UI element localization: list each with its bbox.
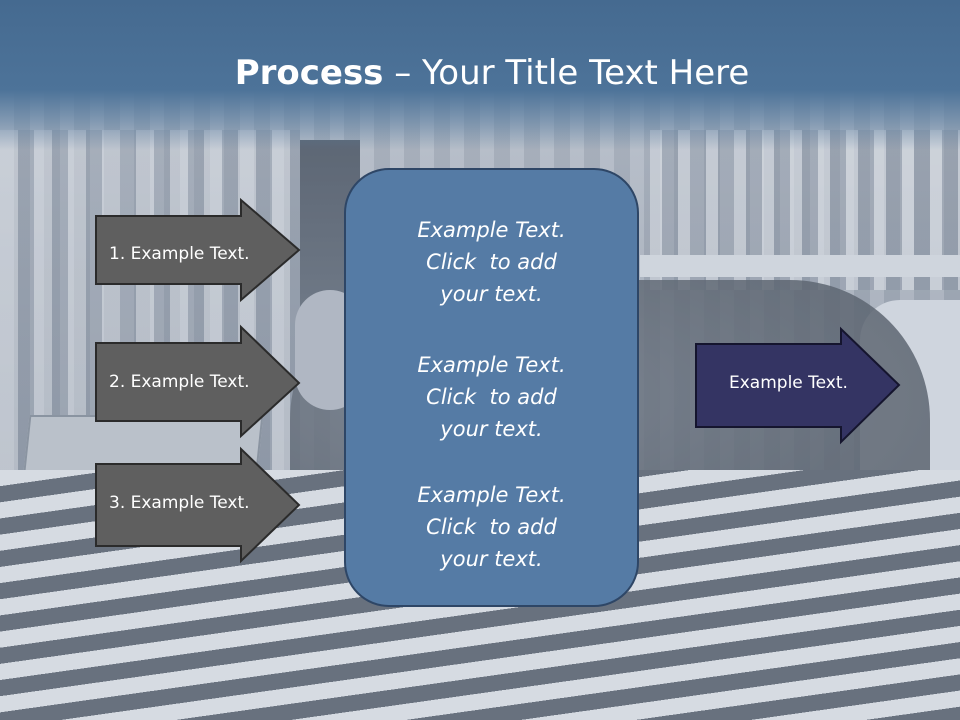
process-arrow-3-label: 3. Example Text.	[109, 493, 250, 513]
process-arrow-2[interactable]: 2. Example Text.	[95, 324, 301, 439]
result-arrow[interactable]: Example Text.	[695, 326, 901, 445]
process-arrow-1-label: 1. Example Text.	[109, 244, 250, 264]
slide-title[interactable]: Process – Your Title Text Here	[0, 48, 960, 98]
process-arrow-3[interactable]: 3. Example Text.	[95, 446, 301, 564]
center-paragraph-2: Example Text. Click to add your text.	[417, 353, 566, 441]
title-rest: – Your Title Text Here	[383, 53, 750, 93]
arrow-shape-2	[95, 324, 301, 439]
arrow-shape-3	[95, 446, 301, 564]
center-paragraph-3: Example Text. Click to add your text.	[417, 483, 566, 571]
center-text-box[interactable]: Example Text. Click to add your text. Ex…	[344, 168, 639, 607]
result-arrow-label: Example Text.	[729, 373, 848, 393]
result-arrow-shape	[695, 326, 901, 445]
arrow-shape-1	[95, 197, 301, 303]
title-bar	[0, 0, 960, 150]
background-bunk-rail	[640, 255, 960, 277]
title-bold: Process	[234, 53, 384, 93]
process-arrow-2-label: 2. Example Text.	[109, 372, 250, 392]
center-paragraph-1: Example Text. Click to add your text.	[417, 218, 566, 306]
process-arrow-1[interactable]: 1. Example Text.	[95, 197, 301, 303]
